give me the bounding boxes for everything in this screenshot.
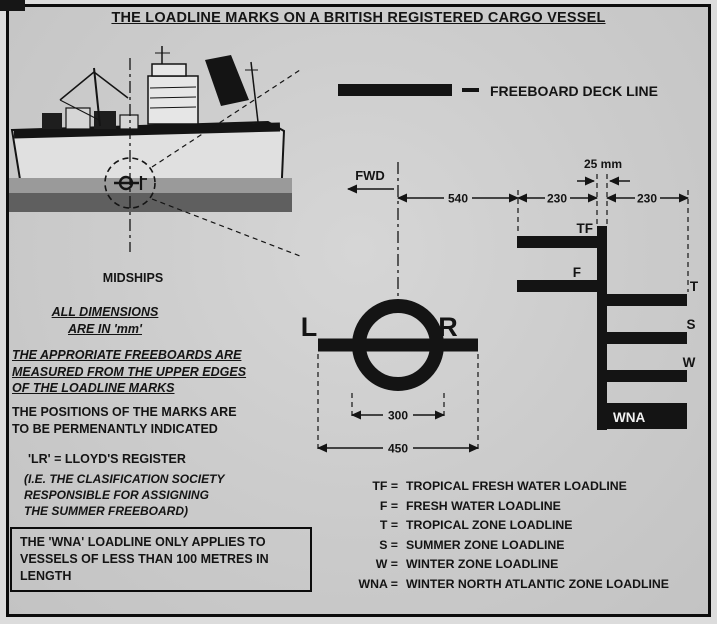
note-all-dimensions: ALL DIMENSIONS ARE IN 'mm'	[30, 304, 180, 337]
dim-450-label: 450	[388, 442, 408, 456]
legend-definition: WINTER ZONE LOADLINE	[406, 557, 559, 571]
ship-deck-band	[13, 122, 281, 139]
freeboard-deck-line-bar	[338, 84, 452, 96]
ship-illustration: MIDSHIPS	[9, 46, 301, 285]
dim-230-left-label: 230	[547, 192, 567, 206]
dim-300-label: 300	[388, 409, 408, 423]
legend-abbr: S =	[379, 537, 398, 552]
legend-abbr: WNA =	[358, 576, 398, 591]
ring-letter-L: L	[301, 312, 318, 342]
note-line: RESPONSIBLE FOR ASSIGNING	[24, 488, 209, 502]
funnel	[205, 55, 249, 106]
deck-cargo	[42, 107, 139, 130]
note-positions: THE POSITIONS OF THE MARKS ARE TO BE PER…	[12, 404, 256, 437]
dim-230-right-label: 230	[637, 192, 657, 206]
page-title: THE LOADLINE MARKS ON A BRITISH REGISTER…	[111, 10, 606, 26]
legend-abbr: W =	[375, 557, 398, 571]
loadline-label-t: T	[690, 279, 699, 294]
ladder-vertical-bar	[597, 226, 607, 430]
ring-crossbar	[318, 338, 478, 352]
loadline-legend: TF = TROPICAL FRESH WATER LOADLINE F = F…	[334, 477, 706, 594]
legend-abbr: F =	[379, 498, 398, 513]
fwd-label: FWD	[355, 168, 385, 183]
note-line: OF THE LOADLINE MARKS	[12, 381, 175, 395]
legend-row: S = SUMMER ZONE LOADLINE	[334, 536, 706, 556]
note-line: THE APPRORIATE FREEBOARDS ARE	[12, 348, 242, 362]
note-lloyds-detail: (I.E. THE CLASIFICATION SOCIETY RESPONSI…	[24, 471, 244, 519]
superstructure	[147, 46, 199, 125]
cargo-crane	[59, 67, 129, 127]
note-line: THE POSITIONS OF THE MARKS ARE	[12, 405, 237, 419]
midships-label: MIDSHIPS	[103, 271, 163, 285]
note-line: THE SUMMER FREEBOARD)	[24, 504, 188, 518]
legend-definition: WINTER NORTH ATLANTIC ZONE LOADLINE	[406, 576, 669, 591]
note-freeboards: THE APPRORIATE FREEBOARDS ARE MEASURED F…	[12, 347, 250, 397]
legend-abbr: T =	[379, 518, 398, 532]
dim-25mm-label: 25 mm	[584, 157, 622, 171]
midships-mark-circle	[104, 157, 156, 209]
note-line: VESSELS OF LESS THAN 100 METRES IN	[20, 552, 269, 566]
wna-bar	[607, 403, 687, 429]
note-line: LENGTH	[20, 569, 72, 583]
freeboard-deck-line-dash	[462, 88, 479, 92]
legend-definition: TROPICAL ZONE LOADLINE	[406, 518, 573, 532]
legend-definition: TROPICAL FRESH WATER LOADLINE	[406, 479, 627, 493]
diagram-labels: FREEBOARD DECK LINE FWD 540 230 230 25 m…	[301, 83, 699, 456]
note-line: ALL DIMENSIONS	[51, 305, 159, 319]
loadline-label-tf: TF	[577, 221, 594, 236]
ring-letter-R: R	[438, 312, 458, 342]
page-frame	[6, 4, 711, 617]
loadline-marks	[318, 84, 687, 430]
legend-definition: SUMMER ZONE LOADLINE	[406, 537, 565, 552]
note-line: TO BE PERMENANTLY INDICATED	[12, 421, 218, 436]
w-bar	[607, 370, 687, 382]
freeboard-deck-line-label: FREEBOARD DECK LINE	[490, 83, 658, 99]
legend-abbr: TF =	[372, 479, 398, 493]
note-lloyds-register: 'LR' = LLOYD'S REGISTER	[28, 452, 186, 466]
legend-row: WNA = WINTER NORTH ATLANTIC ZONE LOADLIN…	[334, 575, 706, 595]
f-bar	[517, 280, 597, 292]
note-line: MEASURED FROM THE UPPER EDGES	[12, 364, 247, 379]
note-line: ARE IN 'mm'	[67, 321, 142, 336]
tf-bar	[517, 236, 597, 248]
aft-mast	[245, 61, 259, 123]
loadline-label-w: W	[683, 355, 696, 370]
note-line: THE 'WNA' LOADLINE ONLY APPLIES TO	[20, 535, 266, 549]
zoom-cone-line-upper	[151, 69, 301, 168]
scan-artifact	[0, 0, 25, 11]
legend-row: T = TROPICAL ZONE LOADLINE	[334, 516, 706, 536]
t-bar	[607, 294, 687, 306]
legend-row: TF = TROPICAL FRESH WATER LOADLINE	[334, 477, 706, 497]
legend-definition: FRESH WATER LOADLINE	[406, 498, 561, 513]
s-bar	[607, 332, 687, 344]
legend-row: F = FRESH WATER LOADLINE	[334, 497, 706, 517]
loadline-label-f: F	[573, 265, 581, 280]
legend-row: W = WINTER ZONE LOADLINE	[334, 555, 706, 575]
sea-water	[9, 178, 292, 212]
loadline-label-wna: WNA	[613, 410, 645, 425]
dim-540-label: 540	[448, 192, 468, 206]
note-line: (I.E. THE CLASIFICATION SOCIETY	[24, 472, 225, 486]
loadline-label-s: S	[686, 317, 695, 332]
wna-note-box: THE 'WNA' LOADLINE ONLY APPLIES TO VESSE…	[10, 527, 312, 592]
